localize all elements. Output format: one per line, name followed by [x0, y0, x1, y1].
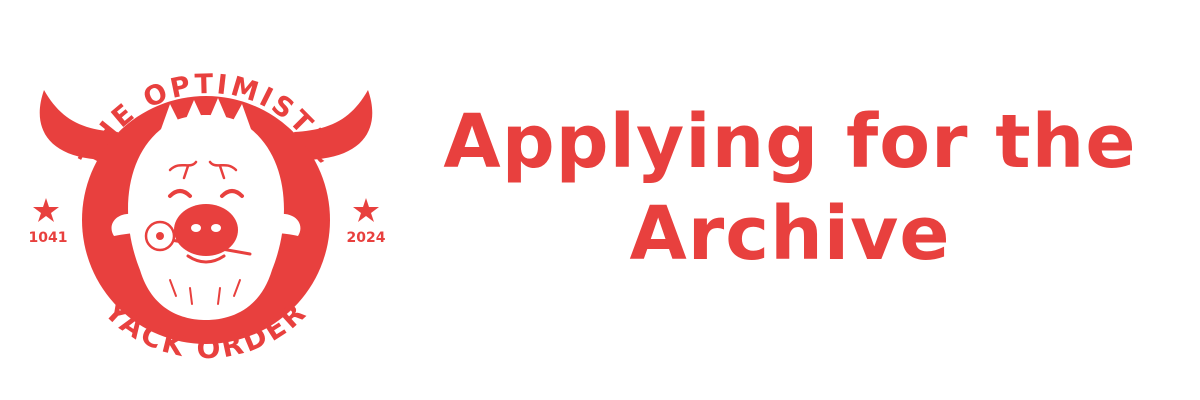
right-star-icon: [353, 198, 379, 222]
headline-line-2: Archive: [629, 191, 951, 277]
year-right: 2024: [347, 230, 386, 246]
yak-face-icon: [111, 98, 301, 320]
year-left: 1041: [29, 230, 68, 246]
logo-emblem: THE OPTIMISTIC: [29, 69, 386, 365]
left-star-icon: [33, 198, 59, 222]
left-horn: [39, 90, 118, 160]
page-headline: Applying for the Archive: [400, 96, 1180, 280]
headline-line-1: Applying for the: [443, 99, 1137, 185]
right-horn: [294, 90, 373, 160]
